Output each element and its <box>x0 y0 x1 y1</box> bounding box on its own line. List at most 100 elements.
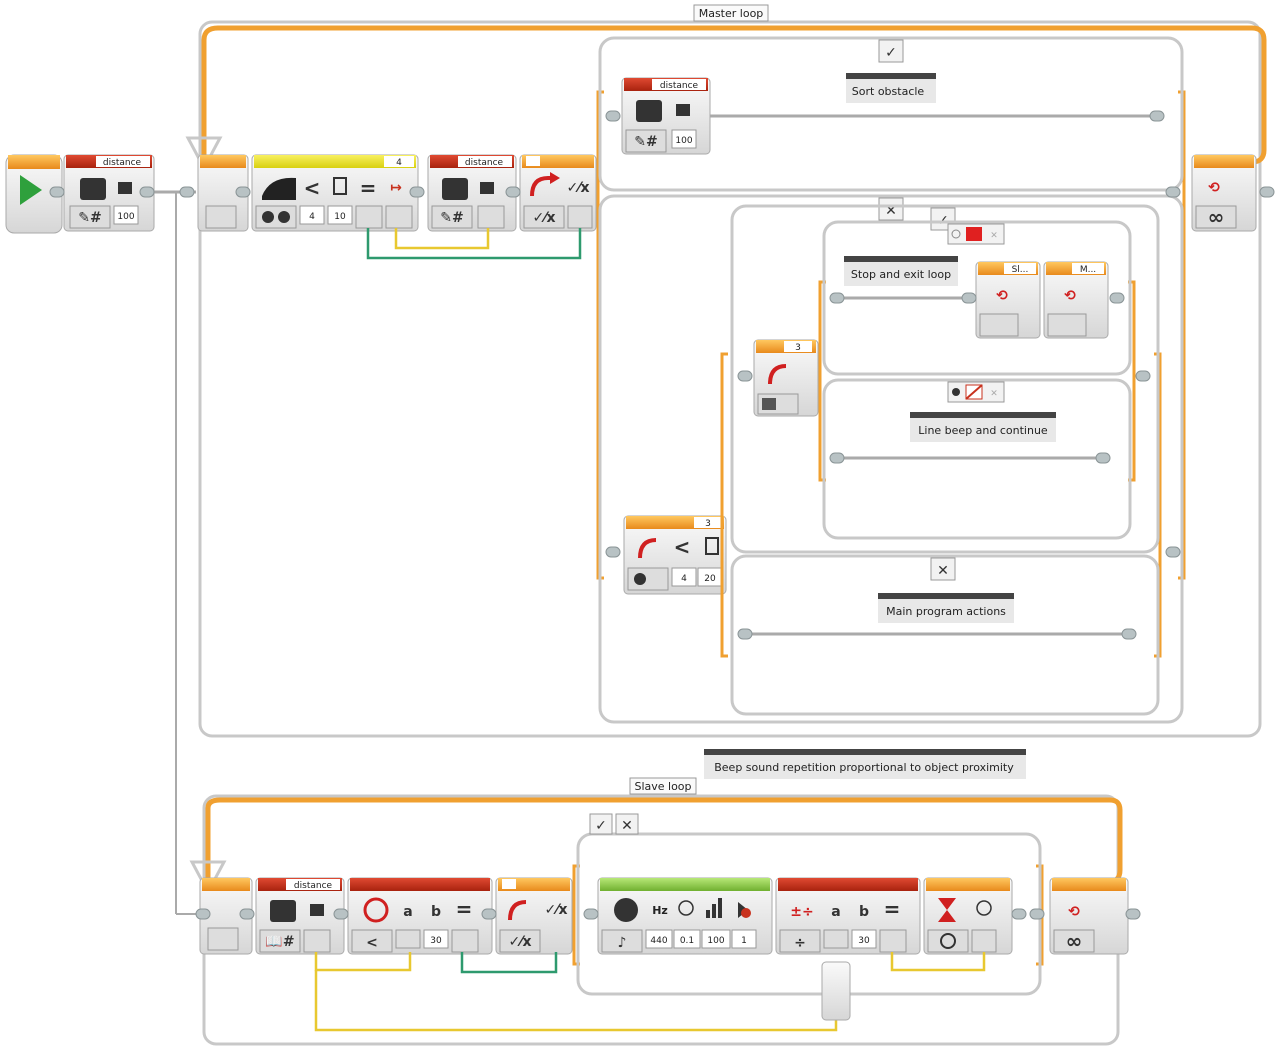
hz-label: Hz <box>652 904 668 917</box>
check-icon: ✓ <box>595 818 607 834</box>
small-suitcase-icon <box>118 182 132 194</box>
slave-compare-block[interactable]: a b = < 30 <box>347 877 493 955</box>
close-icon: ✕ <box>990 389 998 399</box>
suitcase-icon <box>270 900 296 922</box>
hourglass-icon <box>938 898 956 922</box>
loop-interrupt-icon: ⟲ <box>1064 288 1076 304</box>
read-number-icon: 📖# <box>265 934 294 950</box>
case-true-sort-obstacle[interactable]: ✓ Sort obstacle distance ✎# 100 <box>598 36 1184 192</box>
data-wire-yellow <box>314 952 412 972</box>
compare-a-value[interactable]: 4 <box>309 212 315 222</box>
equals-icon: = <box>360 176 377 200</box>
write-number-icon: ✎# <box>634 134 657 150</box>
outer-switch-a[interactable]: 4 <box>681 574 687 584</box>
loop-icon: ⟲ <box>1068 904 1080 920</box>
close-icon: ✕ <box>990 231 998 241</box>
master-loop-label[interactable]: Master loop <box>693 4 769 22</box>
start-variable-block[interactable]: distance ✎# 100 <box>63 154 155 232</box>
less-than-icon: < <box>304 176 321 200</box>
compare-b-value[interactable]: 10 <box>334 212 346 222</box>
infinity-icon: ∞ <box>1208 205 1225 229</box>
slave-loop-exit[interactable]: ⟲ ∞ <box>1049 877 1129 955</box>
sort-var-header: distance <box>660 81 699 91</box>
clock-icon <box>678 900 694 916</box>
infinity-icon: ∞ <box>1066 929 1083 953</box>
speaker-icon <box>614 898 638 922</box>
sort-obstacle-comment[interactable]: Sort obstacle <box>852 85 925 98</box>
cross-icon: ✕ <box>937 563 949 579</box>
radio-icon <box>951 229 961 239</box>
compare-output-2[interactable] <box>385 205 413 229</box>
compare-a-label: a <box>403 904 412 920</box>
start-var-header: distance <box>103 158 142 168</box>
master-loop-exit[interactable]: ⟲ ∞ <box>1191 154 1257 232</box>
less-than-icon: < <box>674 535 691 559</box>
divide-mode-icon: ÷ <box>794 935 806 951</box>
distance-icon: ↦ <box>390 180 402 196</box>
inner-switch-port: 3 <box>795 343 801 353</box>
cross-icon: ✕ <box>621 818 633 834</box>
inner-color-switch[interactable]: 3 <box>753 339 819 417</box>
master-loop-title: Master loop <box>699 7 764 20</box>
less-than-mode-icon: < <box>366 935 378 951</box>
comment-bar <box>846 73 936 79</box>
slave-switch-block[interactable]: ✓⁄x ✓⁄x <box>495 877 573 955</box>
inner-case-line[interactable]: ✕ Line beep and continue <box>822 378 1132 540</box>
outer-false-case[interactable]: ✕ Main program actions <box>730 554 1160 716</box>
line-beep-comment[interactable]: Line beep and continue <box>918 424 1048 437</box>
outer-false-tab[interactable] <box>930 557 956 581</box>
start-block[interactable] <box>5 154 63 234</box>
master-loop[interactable] <box>185 20 1267 738</box>
math-a-label: a <box>831 904 840 920</box>
suitcase-icon <box>636 100 662 122</box>
slave-loop-title: Slave loop <box>634 780 691 793</box>
case-false[interactable]: ✕ <box>598 194 1184 724</box>
data-wire-green <box>366 228 582 260</box>
note-icon: ♪ <box>618 935 627 951</box>
slave-loop-label[interactable]: Slave loop <box>629 777 697 795</box>
sound-frequency[interactable]: 440 <box>650 936 667 946</box>
slave-variable-block[interactable]: distance 📖# <box>255 877 345 955</box>
red-color-icon <box>966 227 982 241</box>
ultrasonic-compare-block[interactable]: 4 < = ↦ 4 10 <box>251 154 419 232</box>
distance-variable-block[interactable]: distance ✎# <box>427 154 517 232</box>
slave-false-tab[interactable] <box>615 813 639 835</box>
master-loop-return-wire <box>201 25 1267 168</box>
slave-compare-b[interactable]: 30 <box>430 936 442 946</box>
outer-compare-switch[interactable]: 3 < 4 20 <box>623 515 727 595</box>
outer-switch-b[interactable]: 20 <box>704 574 716 584</box>
compare-output-1[interactable] <box>355 205 383 229</box>
sound-volume[interactable]: 100 <box>707 936 724 946</box>
inner-case-stop[interactable]: ✕ Stop and exit loop Sl... ⟲ M... ⟲ <box>822 220 1132 376</box>
compare-port: 4 <box>396 158 402 168</box>
volume-icon <box>706 910 710 918</box>
loop-interrupt-1-name: Sl... <box>1012 265 1029 275</box>
timer-mode-icon <box>940 933 956 949</box>
main-actions-comment[interactable]: Main program actions <box>886 605 1006 618</box>
slave-true-tab[interactable] <box>589 813 613 835</box>
sound-duration[interactable]: 0.1 <box>680 936 694 946</box>
start-var-value[interactable]: 100 <box>117 212 134 222</box>
master-switch-block[interactable]: ✓⁄x ✓⁄x <box>519 154 597 232</box>
beep-comment[interactable]: Beep sound repetition proportional to ob… <box>704 749 1026 779</box>
switch-icon <box>768 364 787 385</box>
switch-icon <box>530 176 552 197</box>
outer-true-case[interactable] <box>730 204 1160 554</box>
sequence-plugs <box>49 110 1275 920</box>
sound-block[interactable]: Hz ♪ 440 0.1 100 1 <box>597 877 773 955</box>
sound-play-type[interactable]: 1 <box>741 936 747 946</box>
math-block[interactable]: ±÷ a b = ÷ 30 <box>775 877 921 955</box>
logic-mode-icon: ✓⁄x <box>532 210 555 226</box>
math-b-value[interactable]: 30 <box>858 936 870 946</box>
suitcase-icon <box>80 178 106 200</box>
sort-var-value[interactable]: 100 <box>675 136 692 146</box>
loop-arrow-icon <box>189 860 227 896</box>
threshold-icon <box>705 537 719 555</box>
cross-icon: ✕ <box>885 203 897 219</box>
wait-timer-block[interactable] <box>923 877 1013 955</box>
case-false-tab[interactable] <box>878 197 904 221</box>
write-number-icon: ✎# <box>440 210 463 226</box>
stop-exit-comment[interactable]: Stop and exit loop <box>851 268 951 281</box>
case-true-tab[interactable] <box>878 39 904 63</box>
